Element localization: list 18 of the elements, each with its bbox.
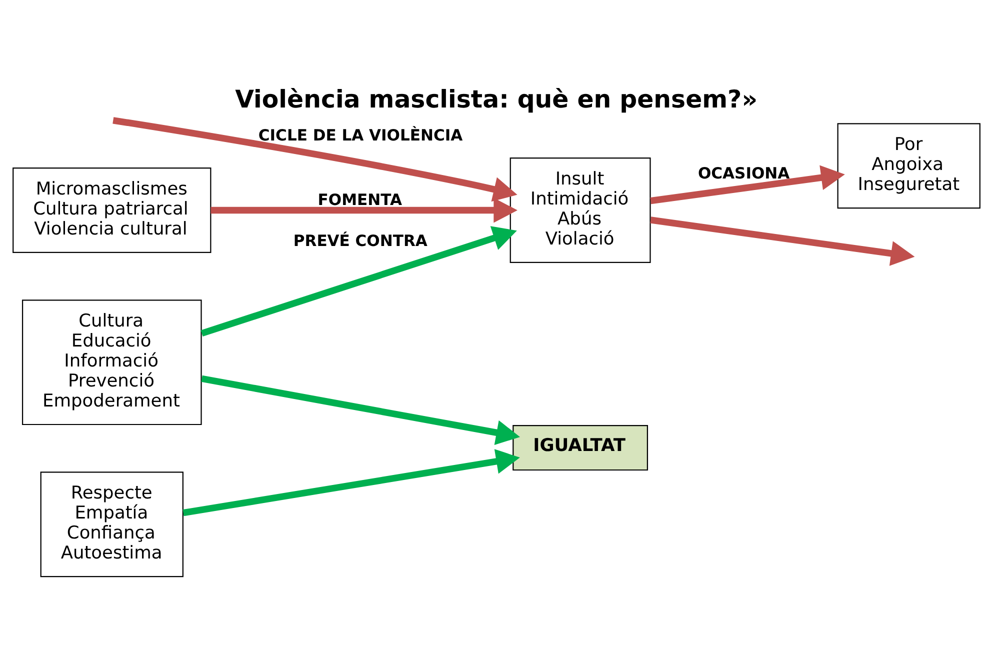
- node-box: Insult Intimidació Abús Violació: [510, 158, 651, 263]
- arrow: [210, 198, 518, 223]
- arrow: [112, 117, 518, 202]
- arrow: [650, 216, 915, 266]
- node-box: IGUALTAT: [512, 425, 648, 471]
- edge-label: CICLE DE LA VIOLÈNCIA: [258, 126, 463, 145]
- arrow: [182, 449, 520, 516]
- edge-label: PREVÉ CONTRA: [293, 232, 428, 250]
- node-box: Por Angoixa Inseguretat: [837, 123, 980, 209]
- node-box: Cultura Educació Informació Prevenció Empoderament: [22, 300, 202, 426]
- node-box: Micromasclismes Cultura patriarcal Violencia cultural: [12, 168, 212, 253]
- arrow: [201, 375, 520, 445]
- arrow: [200, 226, 517, 337]
- edge-label: OCASIONA: [698, 164, 790, 182]
- edge-label: FOMENTA: [318, 190, 402, 209]
- node-box: Respecte Empatía Confiança Autoestima: [40, 472, 184, 578]
- diagram-title: Violència masclista: què en pensem?»: [235, 84, 758, 114]
- arrow: [650, 165, 845, 204]
